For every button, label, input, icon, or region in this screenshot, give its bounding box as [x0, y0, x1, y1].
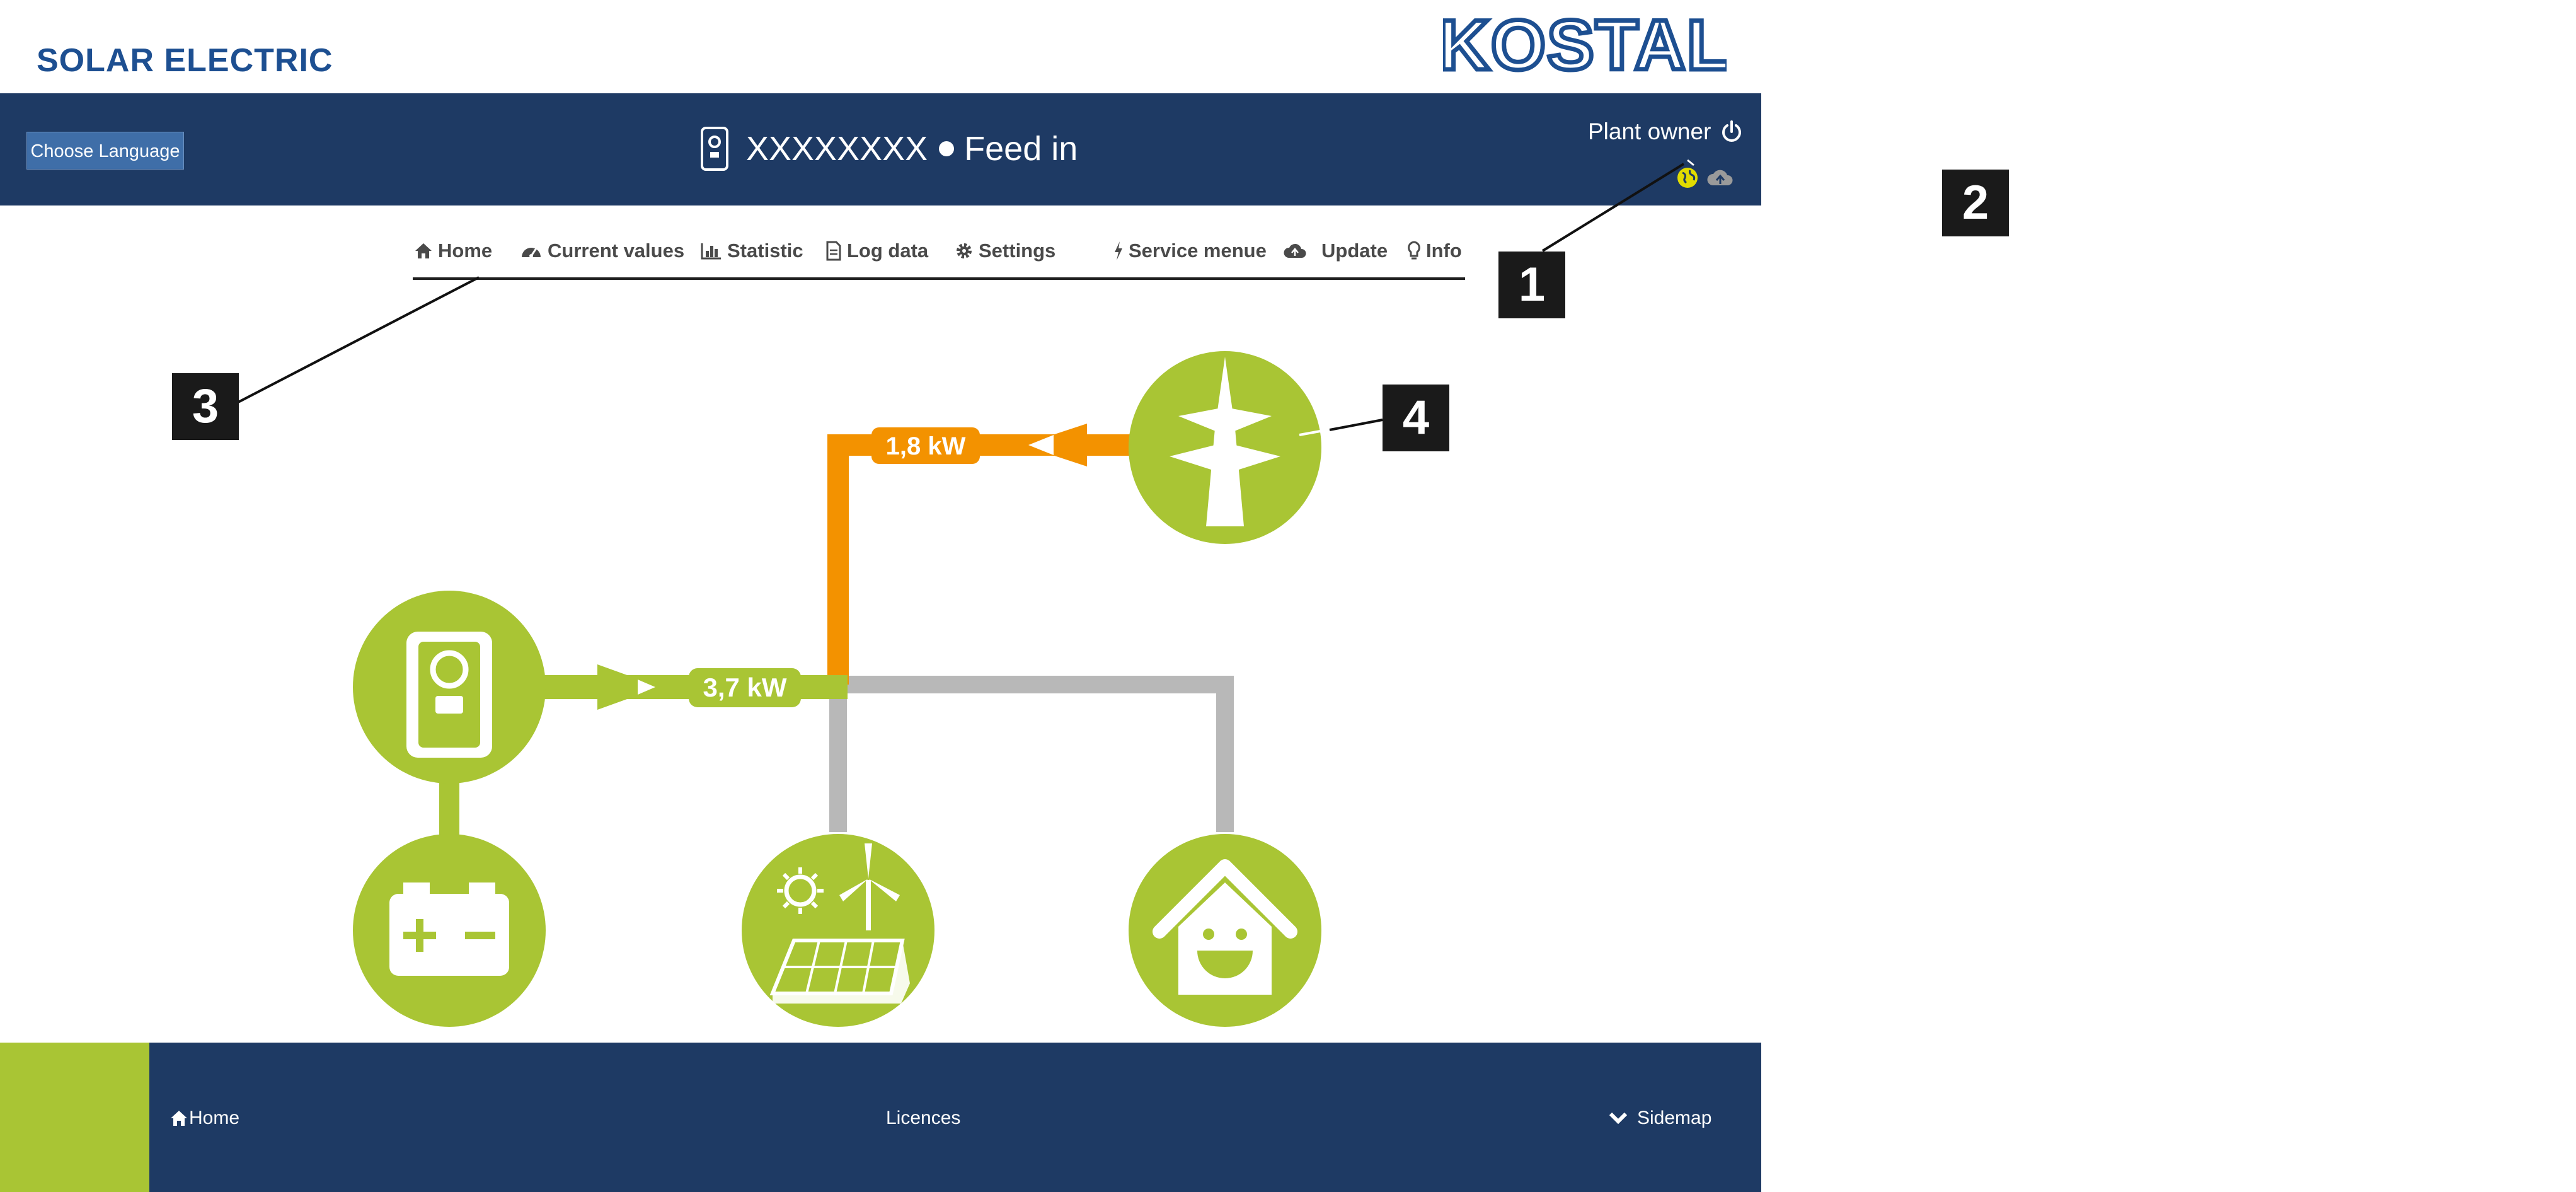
battery-node[interactable] — [353, 834, 546, 1027]
cloud-upload-icon — [1284, 243, 1306, 258]
callout-3-leader — [238, 276, 480, 403]
power-pylon-icon — [1170, 357, 1280, 526]
inverter-icon — [701, 127, 728, 171]
callout-3: 3 — [172, 373, 239, 440]
nav-item-update[interactable]: Update — [1282, 240, 1388, 262]
footer-sitemap-link[interactable]: Sidemap — [1608, 1108, 1711, 1129]
inverter-flow-arrow — [597, 664, 660, 710]
lightning-icon — [1115, 241, 1122, 260]
device-name: XXXXXXXX — [746, 130, 928, 168]
home-icon — [415, 243, 432, 258]
main-navigation: Home Current values Statistic Log data S… — [413, 233, 1465, 280]
device-status-text: Feed in — [964, 130, 1078, 168]
grid-power-value: 1,8 kW — [886, 432, 966, 460]
footer-home-link[interactable]: Home — [169, 1108, 239, 1129]
nav-item-log-data[interactable]: Log data — [825, 240, 928, 262]
footer-accent-block — [0, 1043, 149, 1192]
power-icon[interactable] — [1720, 120, 1744, 144]
footer-home-label: Home — [189, 1108, 240, 1128]
nav-item-label: Service menue — [1129, 240, 1267, 262]
energy-flow-diagram: 1,8 kW 3,7 kW — [238, 159, 1694, 1027]
speedometer-icon — [522, 248, 541, 258]
solar-wind-icon — [769, 843, 910, 1004]
grid-node[interactable] — [1129, 351, 1321, 544]
choose-language-button[interactable]: Choose Language — [26, 132, 184, 170]
grid-power-badge — [871, 427, 980, 464]
nav-item-label: Update — [1321, 240, 1388, 262]
inverter-device-icon — [406, 632, 492, 758]
nav-item-service-menu[interactable]: Service menue — [1113, 240, 1267, 262]
nav-item-label: Home — [438, 240, 493, 262]
header-bar — [0, 93, 1761, 205]
grid-flow-arrow — [1022, 424, 1087, 466]
inverter-power-badge — [689, 668, 801, 707]
grid-flow-line — [827, 434, 1134, 685]
nav-item-current-values[interactable]: Current values — [520, 240, 684, 262]
nav-item-label: Log data — [847, 240, 929, 262]
generator-node[interactable] — [742, 834, 934, 1027]
callout-1-leader-tip — [1687, 159, 1694, 166]
grid-flow-arrow-notch — [1028, 435, 1054, 455]
status-icons — [1676, 166, 1735, 189]
nav-item-statistic[interactable]: Statistic — [701, 240, 803, 262]
footer-licences-link[interactable]: Licences — [886, 1108, 960, 1129]
logo-text: KOSTAL — [1443, 11, 1727, 81]
nav-item-label: Current values — [548, 240, 685, 262]
status-dot — [939, 141, 955, 156]
inverter-node[interactable] — [353, 591, 546, 784]
user-area: Plant owner — [1588, 119, 1744, 145]
home-icon — [171, 1111, 187, 1126]
nav-item-info[interactable]: Info — [1407, 240, 1462, 262]
grey-flow-lines — [829, 676, 1234, 832]
smiling-house-icon — [1153, 859, 1297, 995]
inverter-power-value: 3,7 kW — [703, 673, 786, 702]
user-name: Plant owner — [1588, 119, 1711, 144]
gear-icon — [957, 243, 972, 258]
callout-4: 4 — [1383, 385, 1449, 451]
footer-licences-label: Licences — [886, 1108, 961, 1128]
battery-icon — [389, 882, 509, 976]
nav-item-home[interactable]: Home — [414, 240, 492, 262]
nav-item-label: Settings — [979, 240, 1056, 262]
chevron-down-icon — [1609, 1112, 1628, 1125]
footer-bar — [0, 1043, 1761, 1192]
bar-chart-icon — [701, 243, 721, 260]
globe-icon[interactable] — [1676, 166, 1699, 189]
callout-2: 2 — [1942, 170, 2009, 236]
nav-item-settings[interactable]: Settings — [955, 240, 1055, 262]
footer-sitemap-label: Sidemap — [1637, 1108, 1712, 1128]
document-icon — [826, 241, 841, 261]
callout-1-leader — [1541, 163, 1685, 252]
brand-title: SOLAR ELECTRIC — [37, 42, 333, 79]
nav-item-label: Info — [1426, 240, 1462, 262]
callout-4-leader — [1329, 419, 1383, 431]
lightbulb-icon — [1408, 241, 1420, 260]
cloud-upload-status-icon[interactable] — [1705, 166, 1735, 189]
callout-1: 1 — [1498, 252, 1565, 318]
house-node[interactable] — [1129, 834, 1321, 1027]
nav-item-label: Statistic — [727, 240, 803, 262]
kostal-logo: KOSTAL — [1436, 4, 1732, 87]
device-status: XXXXXXXX Feed in — [699, 124, 1078, 174]
inverter-flow-arrow-notch — [638, 680, 655, 695]
